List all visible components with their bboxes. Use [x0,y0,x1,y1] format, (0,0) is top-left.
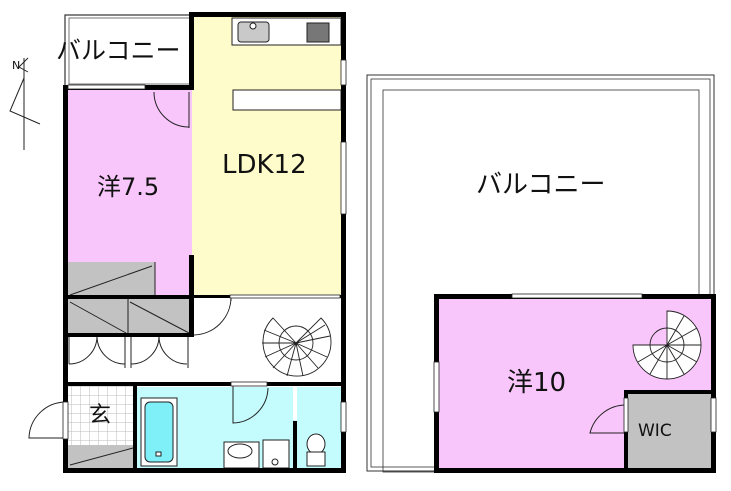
floor-2 [366,74,717,473]
wic-label: WIC [638,421,672,441]
entrance-label: 玄 [89,403,112,428]
north-arrow-icon [9,57,41,150]
spiral-staircase-icon [632,310,702,380]
western-room-7-5-label: 洋7.5 [97,173,160,201]
balcony-label-floor1: バルコニー [56,36,181,65]
spiral-staircase-icon [262,317,332,377]
western-room-10-label: 洋10 [507,368,567,398]
north-label: N [12,59,21,72]
balcony-label-floor2: バルコニー [476,170,606,200]
ldk-label: LDK12 [222,150,307,180]
floor-1 [28,12,347,473]
